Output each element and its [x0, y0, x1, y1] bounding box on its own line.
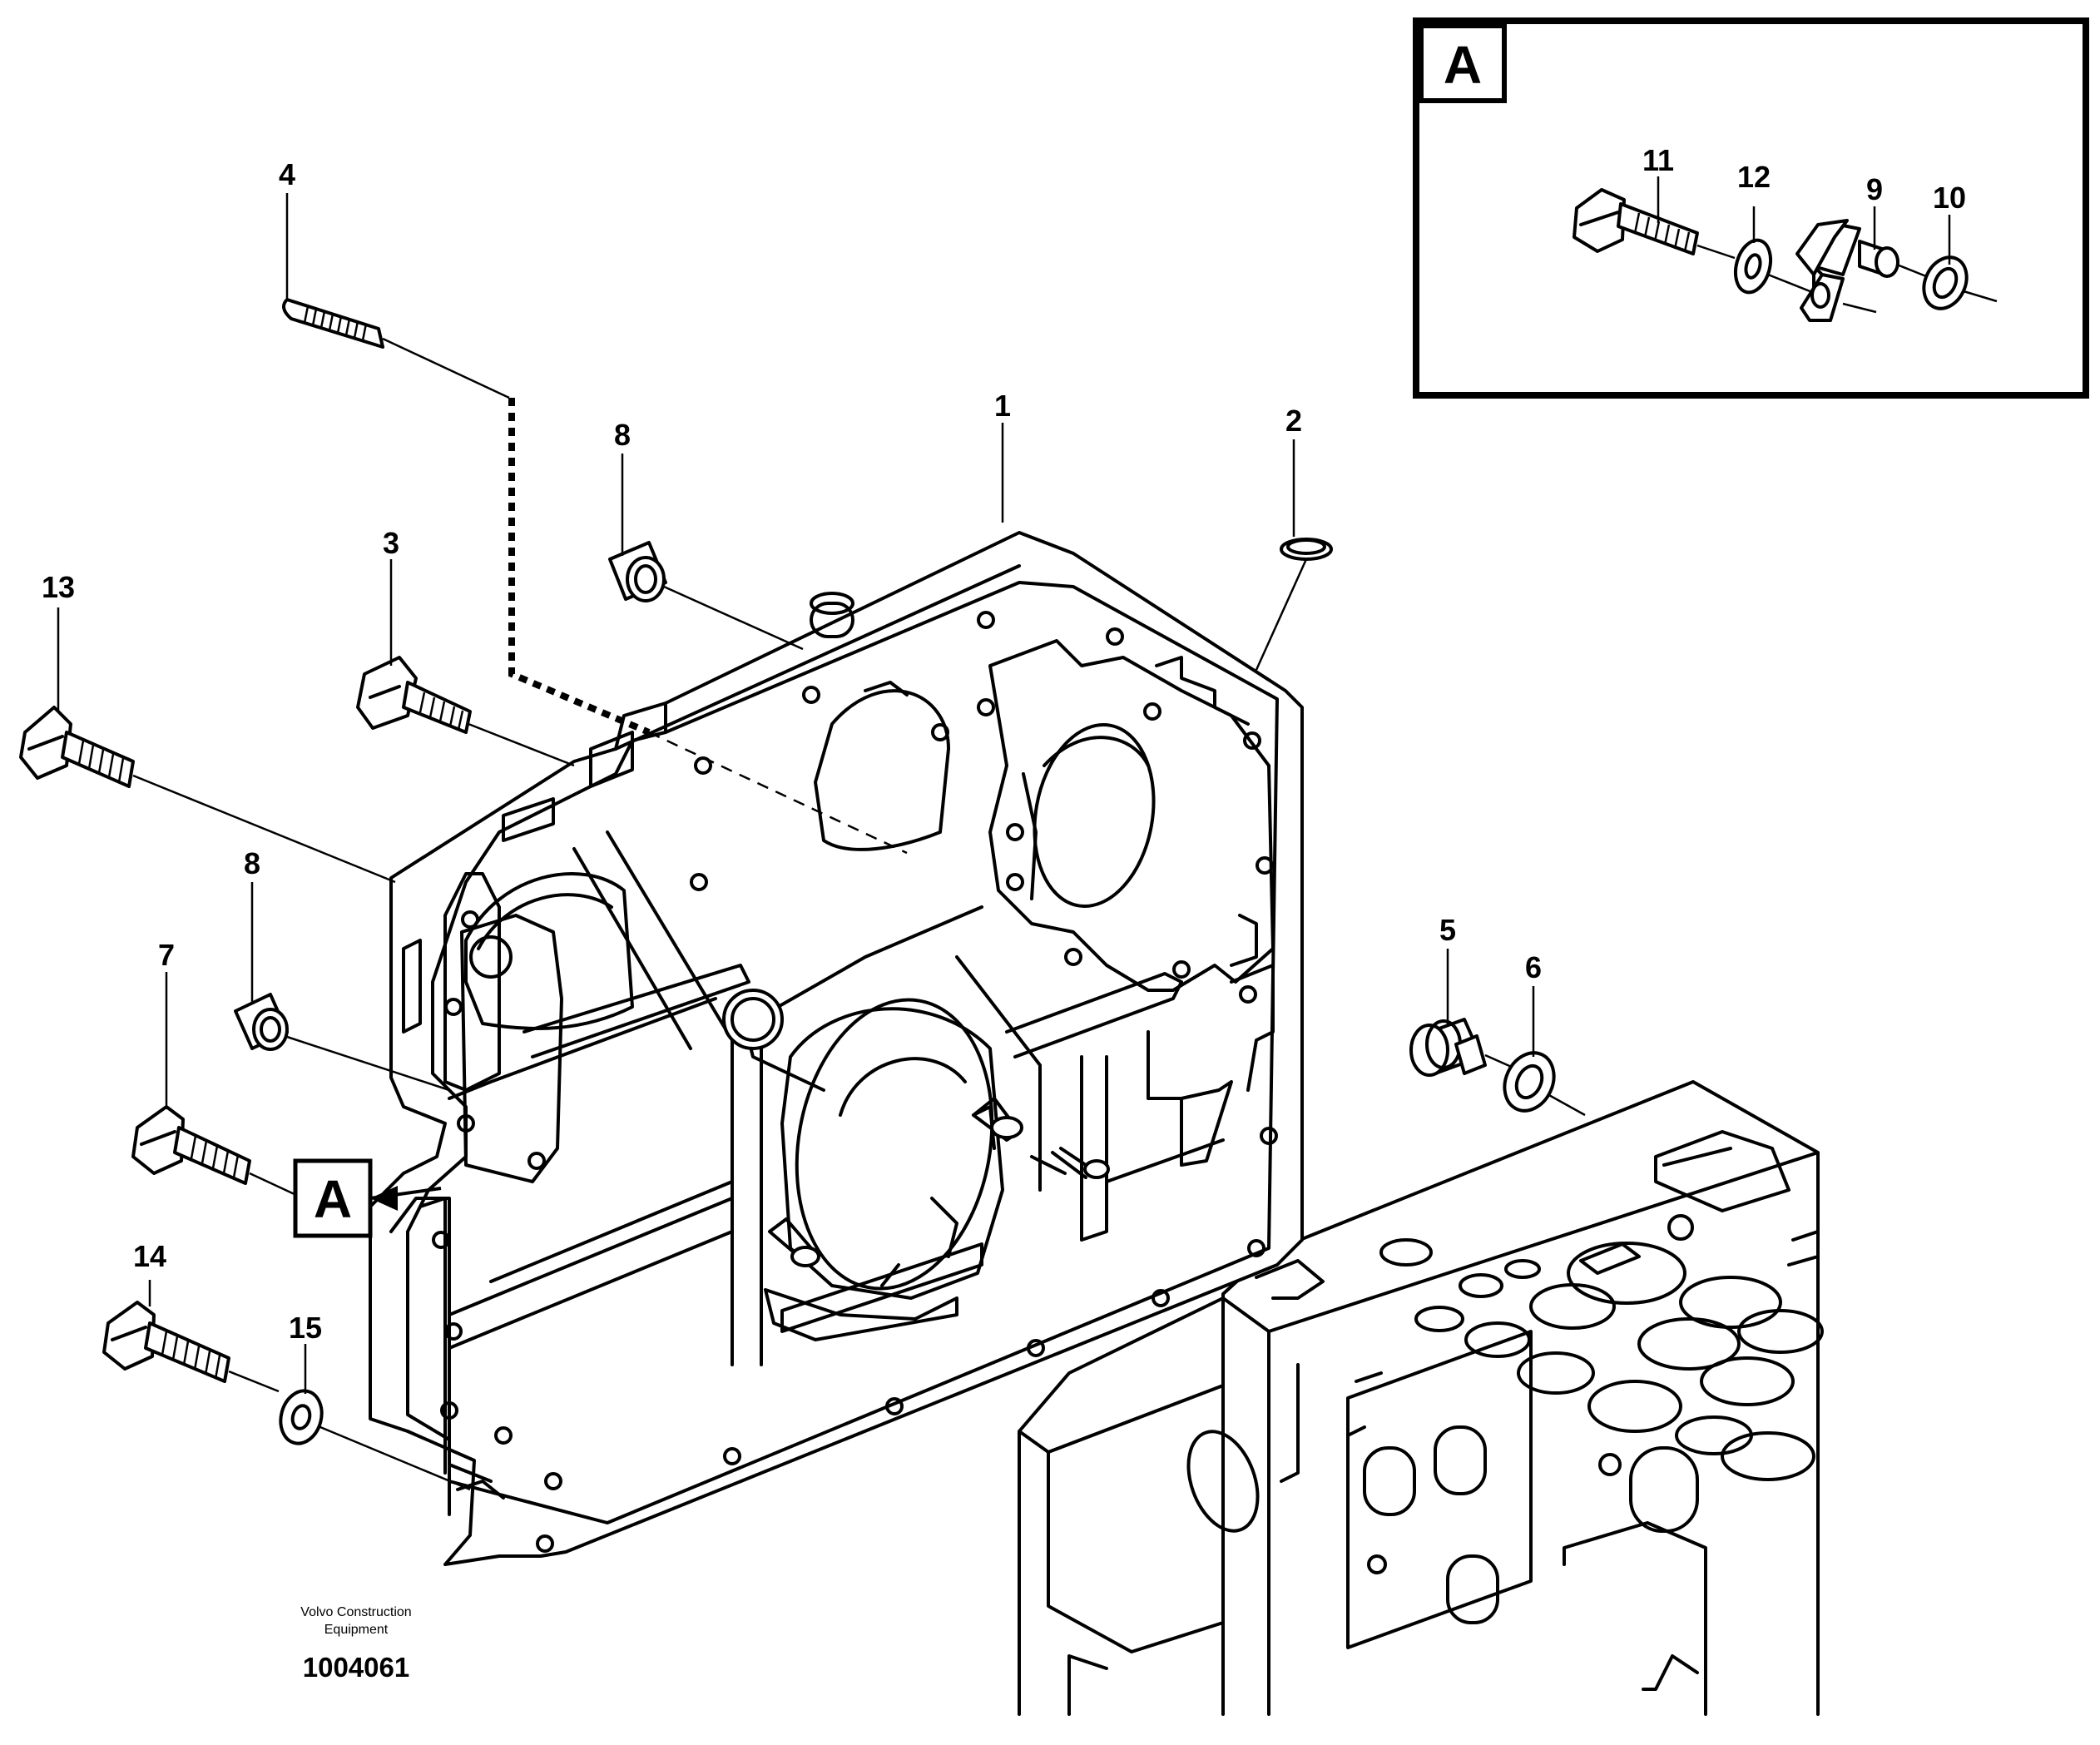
part-label-6: 6 — [1525, 950, 1542, 984]
engine-block — [1018, 1080, 1824, 1716]
bushing-8-upper — [608, 541, 667, 602]
washer-6 — [1503, 1051, 1556, 1113]
part-label-11: 11 — [1642, 143, 1674, 177]
part-label-10: 10 — [1933, 181, 1966, 215]
part-label-7: 7 — [158, 938, 175, 972]
part-label-9: 9 — [1866, 172, 1883, 206]
part-label-2: 2 — [1285, 404, 1302, 438]
diagram-footer: Volvo Construction Equipment 1004061 — [300, 1605, 411, 1683]
bolt-7 — [131, 1105, 251, 1185]
part-label-12: 12 — [1737, 160, 1771, 194]
company-name-line2: Equipment — [324, 1623, 389, 1637]
part-label-13: 13 — [42, 570, 75, 604]
callout-marker-label: A — [314, 1169, 352, 1229]
bolt-holes — [432, 611, 1278, 1553]
part-label-8-lower: 8 — [244, 846, 260, 880]
part-label-1: 1 — [994, 389, 1011, 423]
plug-5 — [1409, 1018, 1487, 1077]
detail-view-frame — [1413, 17, 2089, 399]
part-label-15: 15 — [289, 1311, 322, 1345]
part-label-14: 14 — [133, 1239, 166, 1273]
stud-4 — [282, 298, 384, 349]
o-ring-2 — [1280, 538, 1333, 561]
detail-view-tag — [1419, 23, 1507, 103]
bolt-14 — [102, 1301, 230, 1383]
washer-12 — [1733, 238, 1773, 295]
part-label-5: 5 — [1439, 913, 1456, 947]
washer-10 — [1922, 255, 1969, 310]
timing-gear-plate — [369, 531, 1304, 1566]
leader-lines — [57, 193, 1535, 1394]
callout-marker-a: A — [293, 1158, 442, 1238]
part-label-8-upper: 8 — [614, 418, 631, 452]
part-label-4: 4 — [279, 157, 295, 191]
part-label-3: 3 — [383, 526, 399, 560]
washer-15 — [279, 1389, 324, 1445]
detail-view-label: A — [1444, 35, 1482, 95]
bolt-11 — [1573, 188, 1699, 255]
document-number: 1004061 — [303, 1652, 409, 1683]
bracket-9 — [1795, 219, 1899, 322]
part-number-labels: 1 2 3 4 5 6 7 8 8 9 10 11 12 13 14 15 — [42, 143, 1966, 1345]
bolt-3 — [356, 656, 472, 734]
detail-view-a: A — [1413, 17, 2089, 399]
dowel-pins — [768, 1097, 1110, 1267]
bushing-8-lower — [234, 993, 289, 1051]
company-name-line1: Volvo Construction — [300, 1605, 411, 1619]
bolt-13 — [19, 706, 135, 788]
